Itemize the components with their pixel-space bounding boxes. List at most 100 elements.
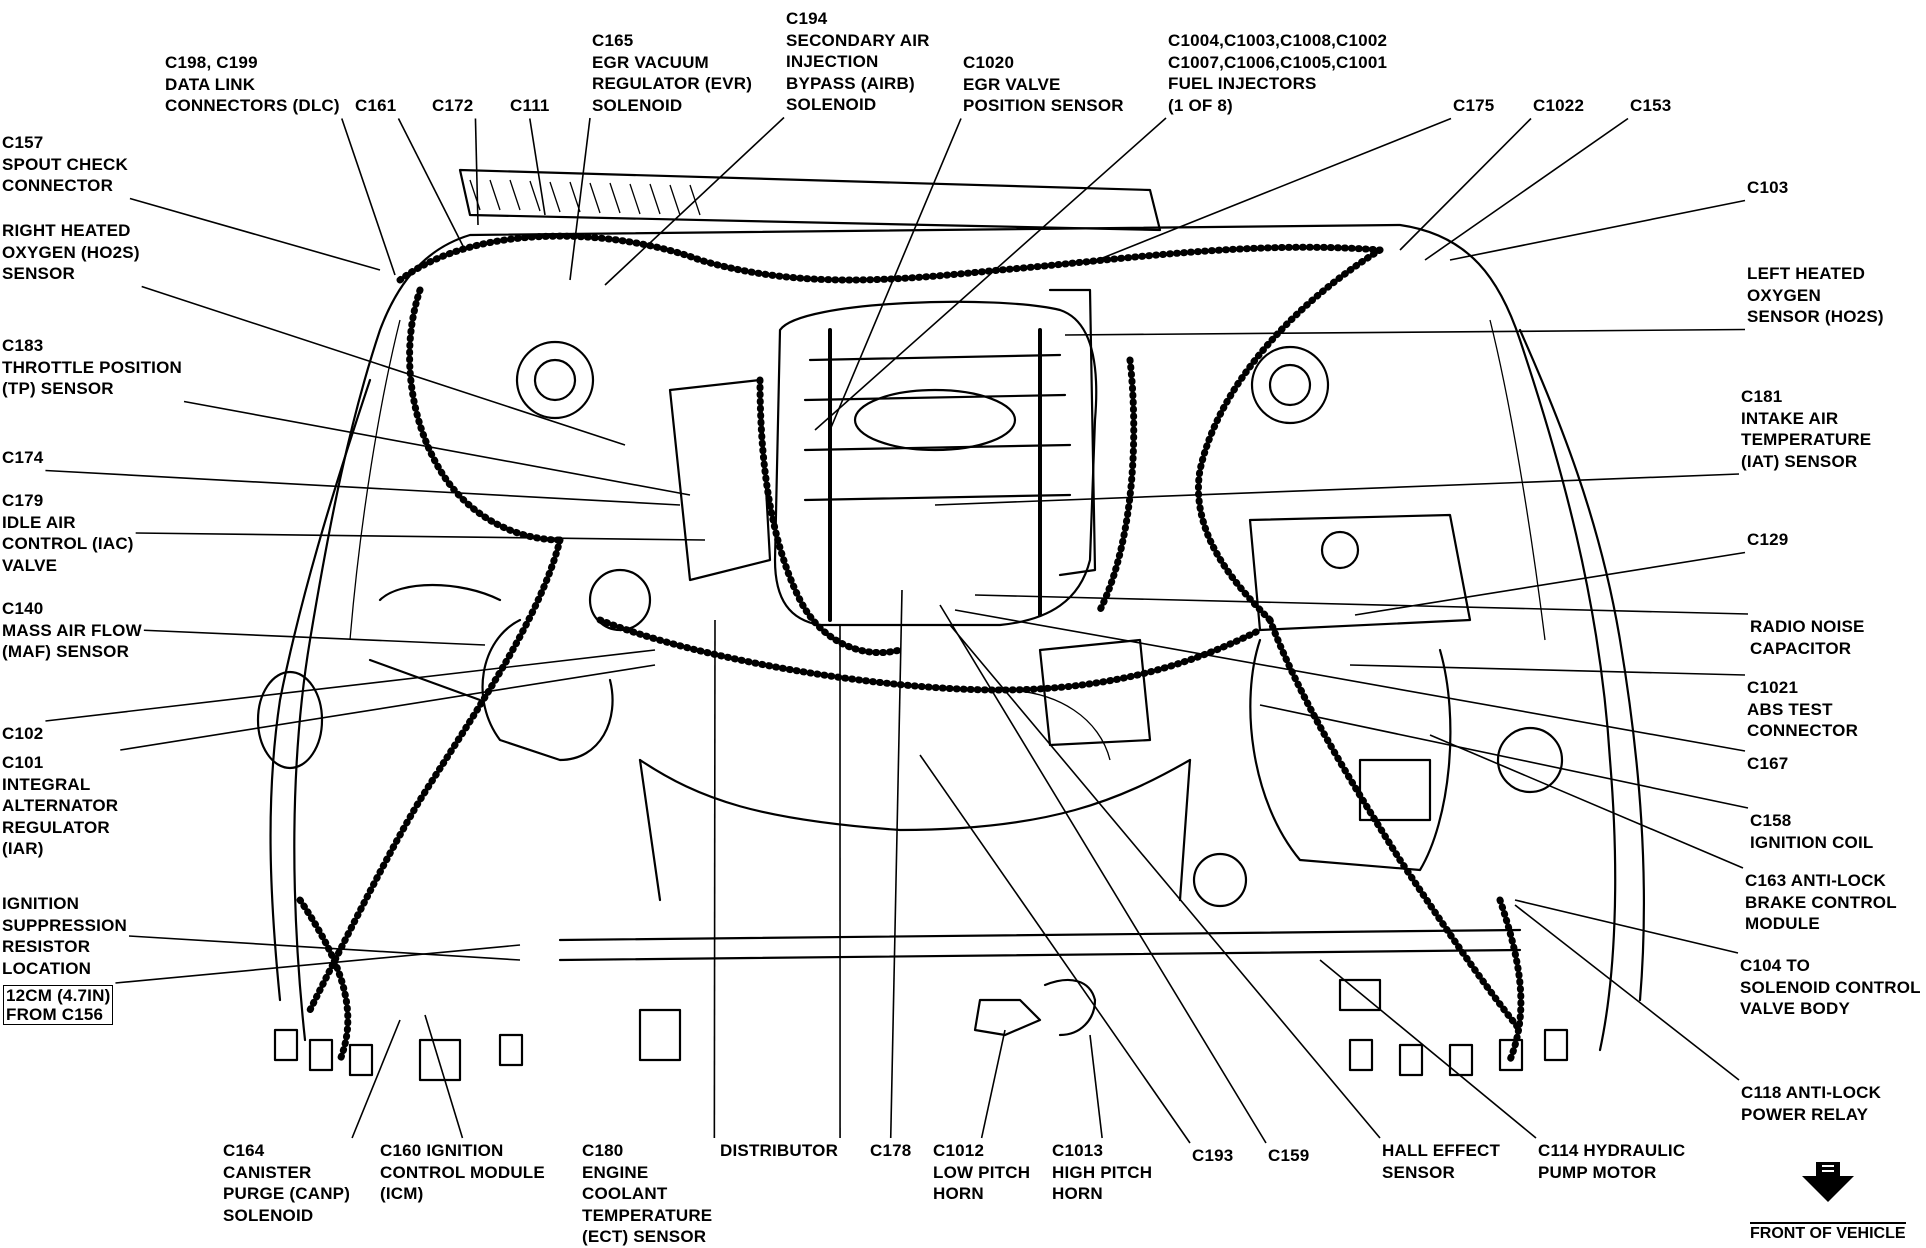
leader-c174 — [45, 469, 681, 506]
cowl-vent — [458, 168, 1162, 232]
leader-c1013 — [1089, 1034, 1103, 1139]
label-hall-effect: HALL EFFECT SENSOR — [1382, 1141, 1501, 1182]
leader-c179 — [135, 532, 706, 541]
label-c198-dlc: C198, C199 DATA LINK CONNECTORS (DLC) — [165, 53, 340, 115]
engine-bay-outline — [269, 223, 1646, 1052]
label-c140: C140 MASS AIR FLOW (MAF) SENSOR — [2, 599, 142, 661]
leader-note-box — [115, 944, 521, 984]
label-c167: C167 — [1747, 754, 1789, 773]
leader-c129 — [1354, 551, 1746, 616]
label-c1020: C1020 EGR VALVE POSITION SENSOR — [963, 53, 1124, 115]
label-c163: C163 ANTI-LOCK BRAKE CONTROL MODULE — [1745, 871, 1897, 933]
leader-fuel-inj — [814, 117, 1167, 431]
bottom-connectors — [273, 978, 1569, 1082]
label-left-ho2s: LEFT HEATED OXYGEN SENSOR (HO2S) — [1747, 264, 1884, 326]
left-strut-tower — [1250, 345, 1330, 425]
right-strut-tower-inner — [533, 358, 577, 402]
label-c157: C157 SPOUT CHECK CONNECTOR — [2, 133, 128, 195]
label-c164: C164 CANISTER PURGE (CANP) SOLENOID — [223, 1141, 351, 1225]
wiring-harness — [296, 232, 1525, 1064]
label-c1013: C1013 HIGH PITCH HORN — [1052, 1141, 1153, 1203]
leader-c198-dlc — [341, 118, 396, 276]
front-of-vehicle-arrow-icon — [1802, 1162, 1854, 1202]
label-c180: C180 ENGINE COOLANT TEMPERATURE (ECT) SE… — [582, 1141, 713, 1246]
leader-c194 — [604, 116, 785, 286]
label-c1021: C1021 ABS TEST CONNECTOR — [1747, 678, 1859, 740]
leader-c101-iar — [120, 664, 656, 751]
leader-c175 — [1084, 117, 1452, 266]
leader-c163 — [1429, 734, 1744, 869]
label-c174: C174 — [2, 448, 44, 467]
leader-c103 — [1449, 199, 1746, 261]
leader-c140 — [143, 629, 486, 646]
label-c194: C194 SECONDARY AIR INJECTION BYPASS (AIR… — [786, 9, 930, 114]
leader-c183 — [183, 400, 691, 496]
label-c102: C102 — [2, 724, 44, 743]
label-c158: C158 IGNITION COIL — [1750, 811, 1874, 852]
leader-c181 — [934, 473, 1740, 506]
leader-c157 — [129, 197, 381, 271]
leader-c178 — [889, 589, 903, 1139]
label-c175: C175 — [1453, 96, 1495, 115]
label-c101-iar: C101 INTEGRAL ALTERNATOR REGULATOR (IAR) — [2, 753, 119, 858]
leader-c161 — [397, 118, 466, 251]
label-c103: C103 — [1747, 178, 1789, 197]
label-c118: C118 ANTI-LOCK POWER RELAY — [1741, 1083, 1882, 1124]
leader-c165 — [569, 117, 591, 281]
leader-c167 — [954, 609, 1746, 752]
leader-c104 — [1514, 899, 1739, 954]
leader-c1012 — [980, 1029, 1006, 1139]
label-c114: C114 HYDRAULIC PUMP MOTOR — [1538, 1141, 1686, 1182]
leader-right-ho2s — [141, 285, 626, 446]
leader-left-ho2s — [1064, 328, 1746, 336]
leader-c1020 — [829, 118, 962, 431]
left-strut-tower-inner — [1268, 363, 1312, 407]
label-c160: C160 IGNITION CONTROL MODULE (ICM) — [380, 1141, 545, 1203]
label-ign-supp: IGNITION SUPPRESSION RESISTOR LOCATION — [2, 894, 128, 978]
leader-c193 — [919, 754, 1191, 1144]
label-c153: C153 — [1630, 96, 1672, 115]
leader-ign-supp — [128, 935, 521, 961]
label-c104: C104 TO SOLENOID CONTROL VALVE BODY — [1740, 956, 1921, 1018]
label-radio-noise: RADIO NOISE CAPACITOR — [1750, 617, 1865, 658]
leader-c111 — [528, 118, 546, 216]
label-distributor: DISTRIBUTOR — [720, 1141, 839, 1160]
throttle-body — [256, 378, 772, 770]
right-strut-tower — [515, 340, 595, 420]
label-c179: C179 IDLE AIR CONTROL (IAC) VALVE — [2, 491, 134, 575]
leader-c159 — [939, 604, 1267, 1144]
label-c193: C193 — [1192, 1146, 1234, 1165]
label-c178: C178 — [870, 1141, 912, 1160]
reservoirs — [1248, 513, 1564, 872]
label-c111: C111 — [510, 96, 550, 115]
location-note-box: 12CM (4.7IN) FROM C156 — [3, 985, 114, 1025]
leader-c160 — [424, 1014, 464, 1139]
label-fuel-inj: C1004,C1003,C1008,C1002 C1007,C1006,C100… — [1168, 31, 1388, 115]
leader-c164 — [351, 1019, 401, 1139]
front-crossmember — [558, 638, 1522, 962]
front-of-vehicle-label: FRONT OF VEHICLE — [1750, 1222, 1906, 1243]
leader-c1021 — [1349, 664, 1746, 676]
leader-c158 — [1259, 704, 1749, 809]
label-c1012: C1012 LOW PITCH HORN — [933, 1141, 1031, 1203]
label-c161: C161 — [355, 96, 397, 115]
leader-c118 — [1514, 904, 1740, 1081]
intake-manifold — [773, 288, 1098, 627]
leader-c1022 — [1399, 117, 1532, 251]
label-c183: C183 THROTTLE POSITION (TP) SENSOR — [2, 336, 183, 398]
leader-c102 — [45, 649, 656, 722]
horns — [973, 978, 1097, 1037]
label-c129: C129 — [1747, 530, 1789, 549]
leader-hall-effect — [949, 624, 1381, 1139]
leader-c153 — [1424, 117, 1629, 261]
leader-c114 — [1319, 959, 1537, 1139]
label-c1022: C1022 — [1533, 96, 1585, 115]
label-c165: C165 EGR VACUUM REGULATOR (EVR) SOLENOID — [592, 31, 753, 115]
label-c172: C172 — [432, 96, 474, 115]
leader-radio-noise — [974, 594, 1749, 615]
label-c181: C181 INTAKE AIR TEMPERATURE (IAT) SENSOR — [1741, 387, 1872, 471]
leader-c180 — [713, 619, 716, 1139]
leader-lines — [45, 116, 1749, 1144]
leader-c172 — [474, 118, 479, 226]
